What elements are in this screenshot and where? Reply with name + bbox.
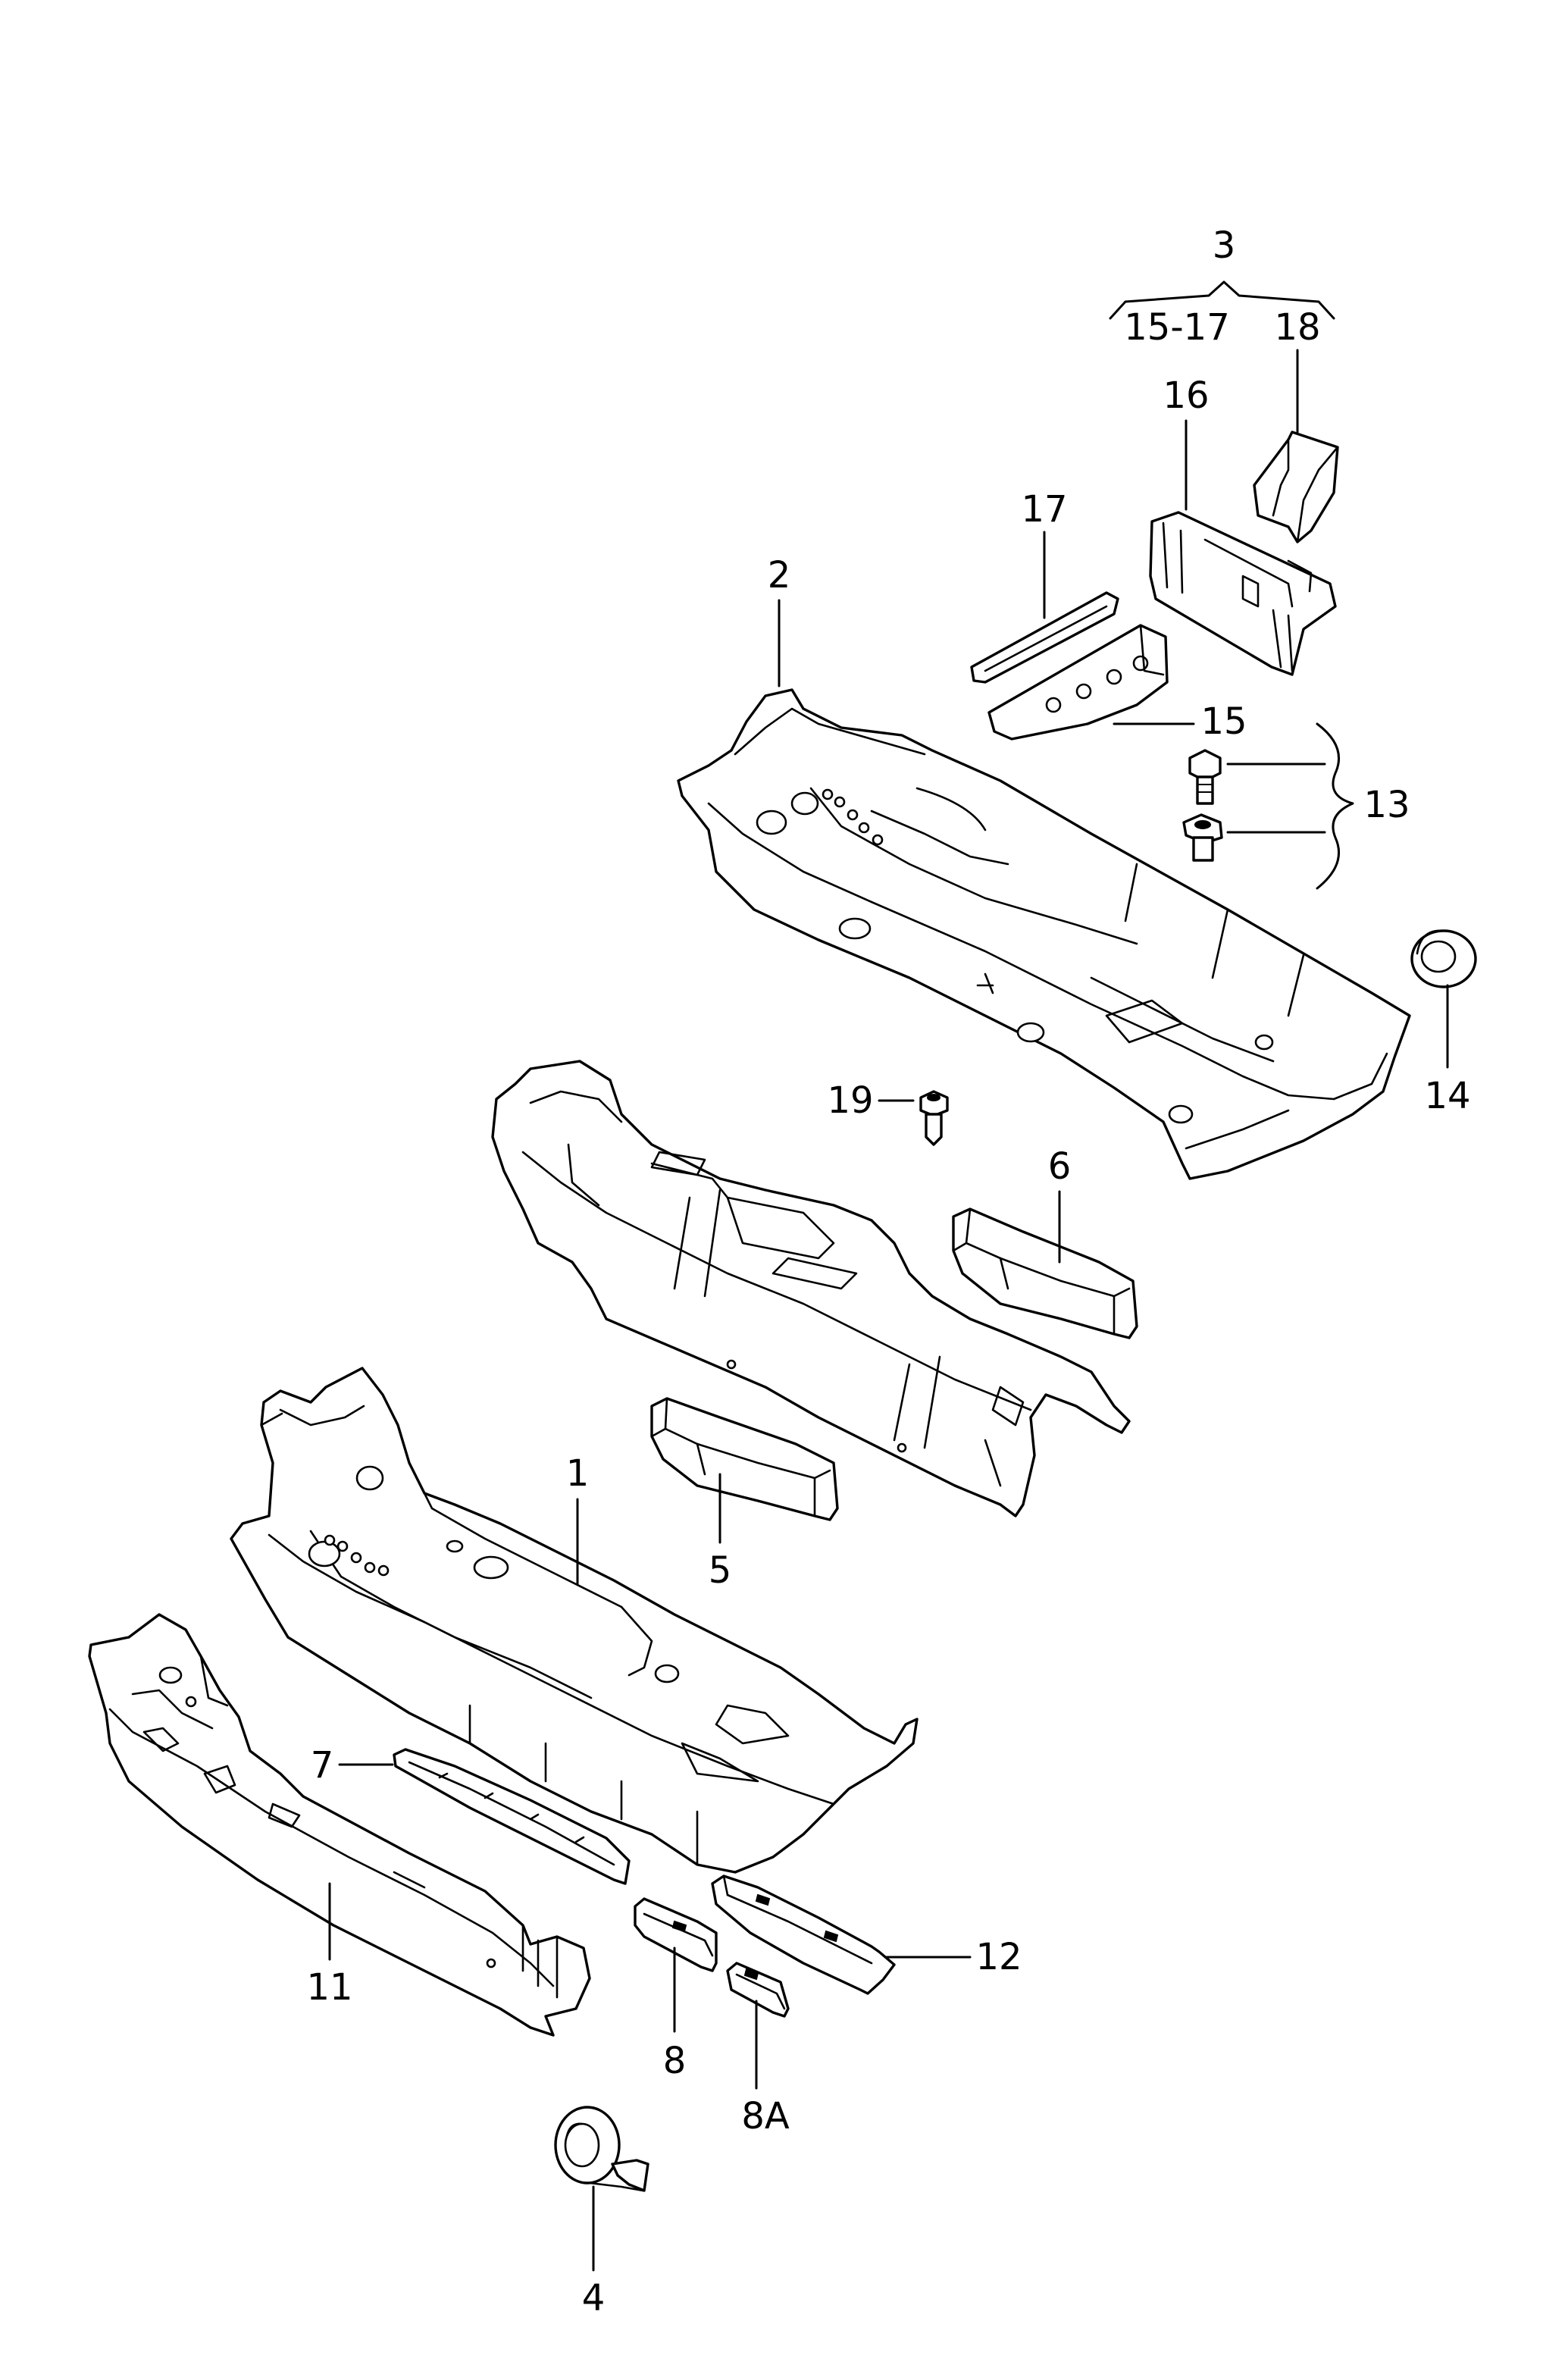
callout-1[interactable]: 1 bbox=[566, 1452, 590, 1495]
callout-18[interactable]: 18 bbox=[1274, 306, 1320, 349]
part-11-side-sill[interactable] bbox=[88, 1613, 591, 2037]
part-1-front-floor-pan[interactable] bbox=[230, 1367, 919, 1874]
part-16-cross-member[interactable] bbox=[1149, 511, 1337, 676]
part-5-foam-block[interactable] bbox=[650, 1397, 839, 1521]
part-19-screw[interactable] bbox=[919, 1090, 949, 1146]
part-17-reinforcement[interactable] bbox=[970, 591, 1119, 684]
callout-4[interactable]: 4 bbox=[582, 2277, 606, 2319]
callout-3[interactable]: 3 bbox=[1213, 224, 1236, 267]
callout-17[interactable]: 17 bbox=[1021, 488, 1067, 531]
bracket-13 bbox=[1316, 722, 1354, 890]
part-12-reinforcement-rail[interactable] bbox=[711, 1874, 896, 1995]
callout-12[interactable]: 12 bbox=[975, 1936, 1022, 1978]
callout-5[interactable]: 5 bbox=[709, 1549, 732, 1592]
callout-16[interactable]: 16 bbox=[1163, 374, 1209, 417]
part-6-foam-block[interactable] bbox=[952, 1207, 1138, 1339]
part-14-grommet[interactable] bbox=[1410, 929, 1477, 988]
callout-19[interactable]: 19 bbox=[827, 1079, 873, 1122]
group-3-bracket bbox=[1109, 280, 1335, 320]
callout-14[interactable]: 14 bbox=[1424, 1075, 1470, 1117]
part-7-strip[interactable] bbox=[393, 1748, 631, 1885]
callout-15[interactable]: 15 bbox=[1200, 700, 1247, 743]
part-8-bracket[interactable] bbox=[634, 1897, 718, 1972]
floor-insulation-mat bbox=[491, 1060, 1131, 1517]
callout-2[interactable]: 2 bbox=[768, 554, 791, 597]
part-13-nut[interactable] bbox=[1182, 813, 1223, 862]
part-13-bolt[interactable] bbox=[1188, 749, 1222, 805]
callout-7[interactable]: 7 bbox=[311, 1744, 334, 1787]
callout-8a[interactable]: 8A bbox=[741, 2095, 790, 2138]
part-8a-bracket[interactable] bbox=[726, 1962, 790, 2018]
part-18-bracket[interactable] bbox=[1253, 431, 1339, 543]
part-4-tape-roll[interactable] bbox=[554, 2106, 649, 2192]
callout-6[interactable]: 6 bbox=[1048, 1145, 1072, 1188]
part-15-bracket[interactable] bbox=[987, 624, 1169, 741]
callout-8[interactable]: 8 bbox=[663, 2040, 687, 2082]
part-2-rear-floor-pan[interactable] bbox=[677, 688, 1411, 1180]
callout-11[interactable]: 11 bbox=[306, 1966, 352, 2009]
callout-13[interactable]: 13 bbox=[1363, 784, 1410, 826]
callout-15-17[interactable]: 15-17 bbox=[1124, 306, 1229, 349]
